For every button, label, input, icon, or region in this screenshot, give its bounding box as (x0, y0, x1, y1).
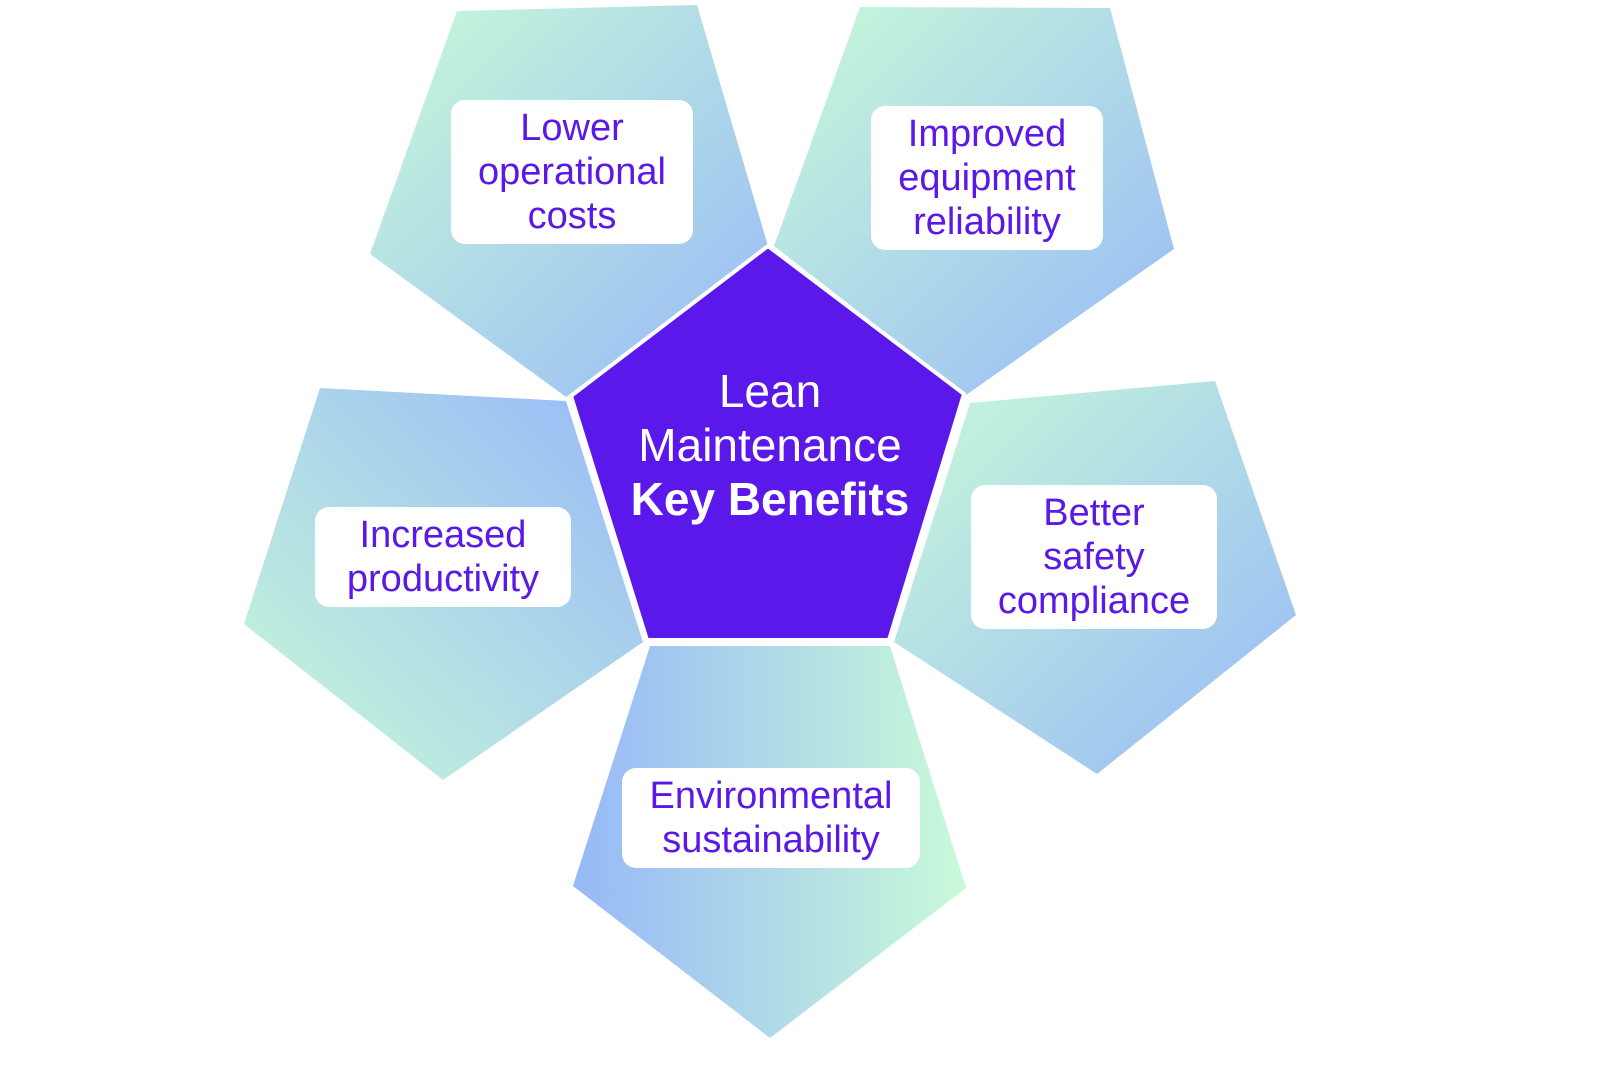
label-line: productivity (346, 558, 540, 600)
label-line: costs (527, 195, 617, 237)
label-line: sustainability (662, 819, 880, 861)
center-title-line1: Lean (718, 365, 822, 417)
label-environmental-sustainability: Environmental sustainability (622, 768, 920, 868)
center-title-bold: Key Benefits (630, 473, 910, 525)
label-lower-operational-costs: Lower operational costs (451, 100, 693, 244)
label-line: reliability (913, 201, 1061, 243)
label-line: Better (1043, 492, 1145, 534)
label-line: Improved (907, 113, 1067, 155)
label-line: equipment (898, 157, 1076, 199)
label-line: operational (477, 151, 667, 193)
label-line: Environmental (649, 775, 893, 817)
label-line: compliance (997, 580, 1191, 622)
label-line: Increased (359, 514, 527, 556)
center-title-line2: Maintenance (638, 419, 902, 471)
center-title: Lean Maintenance Key Benefits (600, 364, 940, 526)
label-line: safety (1043, 536, 1145, 578)
label-improved-equipment-reliability: Improved equipment reliability (871, 106, 1103, 250)
label-better-safety-compliance: Better safety compliance (971, 485, 1217, 629)
label-line: Lower (520, 107, 624, 149)
center-pentagon (568, 243, 967, 642)
label-increased-productivity: Increased productivity (315, 507, 571, 607)
